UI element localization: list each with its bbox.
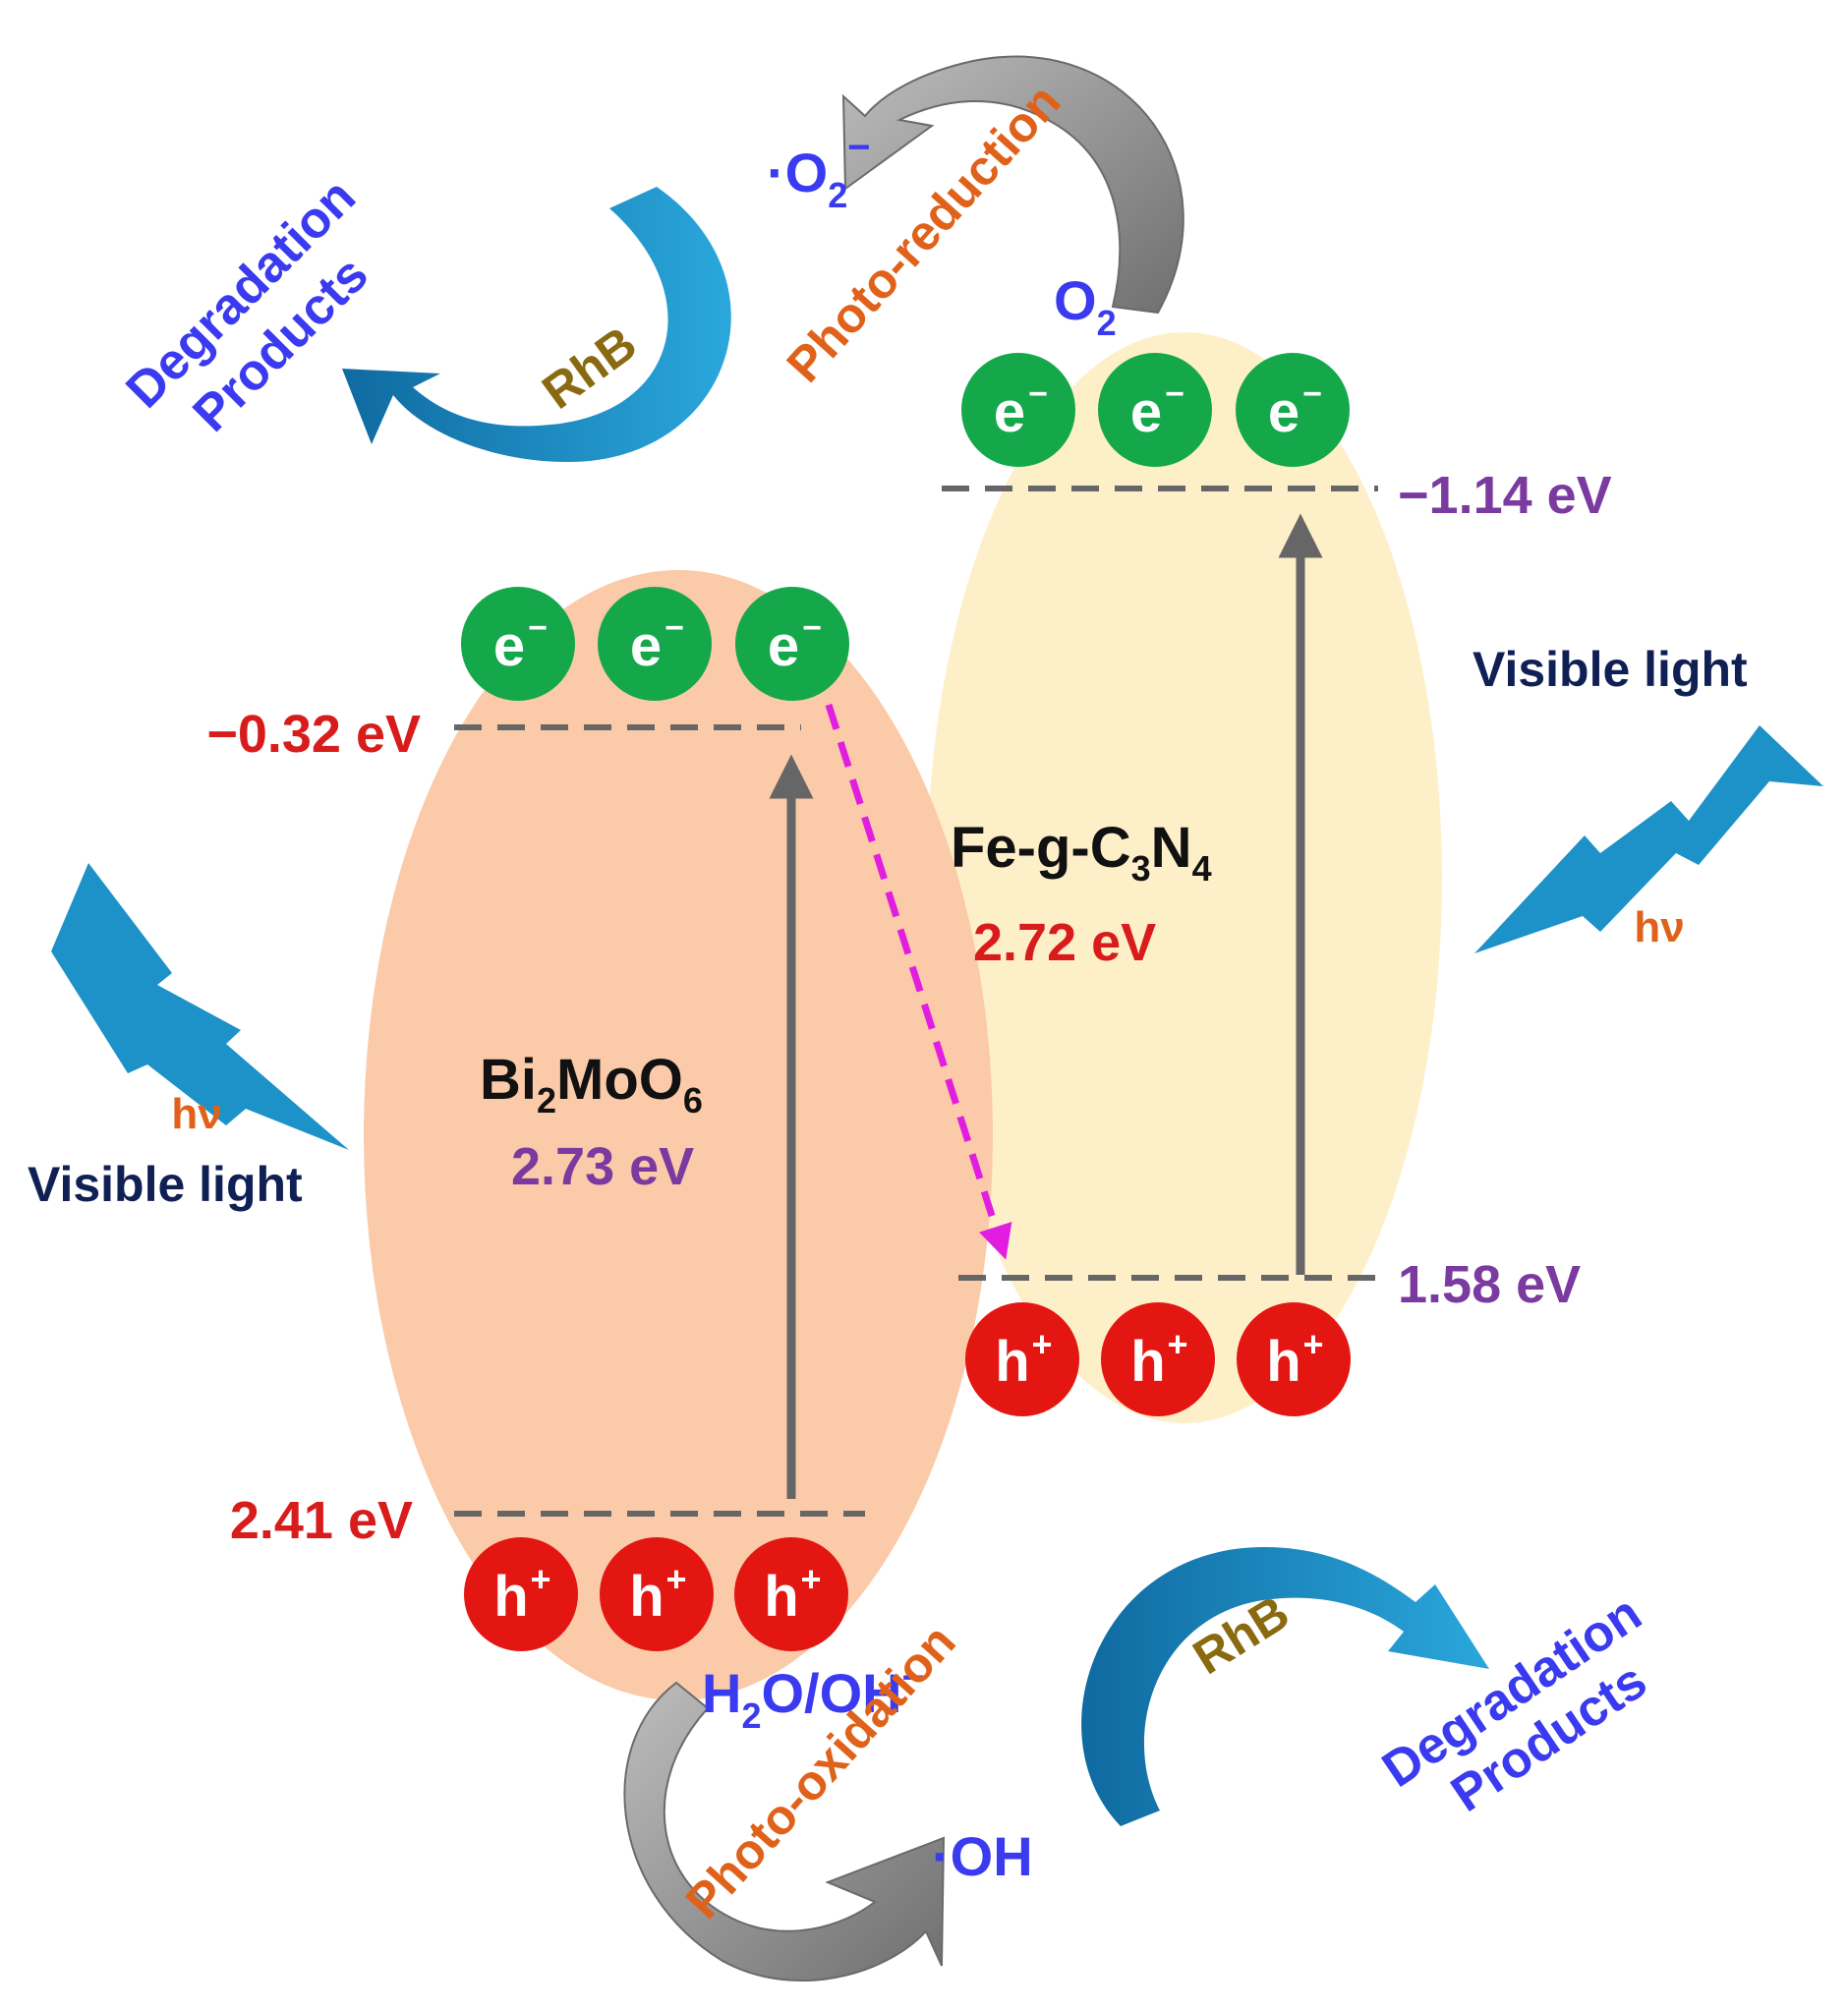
bi2moo6-electron-2: e −: [598, 587, 712, 701]
electron-transfer-arrow: [825, 703, 1012, 1260]
fe-gcn-electron-2: e −: [1098, 353, 1212, 467]
hole-symbol: h: [629, 1565, 664, 1629]
fe-gcn-electron-3: e −: [1236, 353, 1350, 467]
bi2moo6-hole-1: h +: [464, 1537, 578, 1651]
bi2moo6-electron-3: e −: [735, 587, 849, 701]
hole-charge: +: [1031, 1324, 1052, 1364]
bi2moo6-name: Bi2MoO6: [480, 1048, 703, 1121]
fe-gcn-cb-energy: −1.14 eV: [1398, 466, 1612, 525]
fe-gcn-hole-1: h +: [965, 1302, 1079, 1416]
hole-charge: +: [1302, 1324, 1323, 1364]
electron-charge: −: [1302, 375, 1322, 413]
electron-charge: −: [1028, 375, 1048, 413]
electron-symbol: e: [630, 614, 662, 678]
visible-light-label-right: Visible light: [1473, 642, 1748, 697]
visible-light-label-left: Visible light: [28, 1157, 303, 1212]
rhb-degradation-arrow-top: [342, 187, 731, 462]
electron-charge: −: [528, 609, 548, 647]
electron-symbol: e: [1130, 380, 1162, 444]
electron-symbol: e: [994, 380, 1025, 444]
hole-symbol: h: [1266, 1330, 1300, 1394]
electron-charge: −: [1165, 375, 1184, 413]
fe-gcn-hole-2: h +: [1101, 1302, 1215, 1416]
hv-label-right: hν: [1634, 903, 1684, 951]
hole-symbol: h: [493, 1565, 528, 1629]
lightning-bolt-icon-left: [51, 863, 349, 1150]
bi2moo6-hole-3: h +: [734, 1537, 848, 1651]
hv-label-left: hν: [171, 1090, 221, 1138]
electron-symbol: e: [1268, 380, 1299, 444]
fe-gcn-electron-1: e −: [961, 353, 1075, 467]
hole-charge: +: [665, 1559, 686, 1599]
oxidation-cycle-arrow: [623, 1681, 946, 1982]
hole-charge: +: [530, 1559, 550, 1599]
lightning-bolt-icon-right: [1474, 725, 1823, 953]
bi2moo6-ellipse: [364, 570, 993, 1700]
bi2moo6-electron-1: e −: [461, 587, 575, 701]
o2-label: O2: [1054, 269, 1117, 343]
rhb-degradation-arrow-bottom: [1081, 1547, 1489, 1826]
hole-charge: +: [1167, 1324, 1187, 1364]
electron-symbol: e: [493, 614, 525, 678]
electron-symbol: e: [768, 614, 799, 678]
electron-charge: −: [664, 609, 684, 647]
water-hydroxide-label: H2O/OH−: [702, 1656, 925, 1736]
fe-gcn-hole-3: h +: [1237, 1302, 1351, 1416]
bi2moo6-hole-2: h +: [600, 1537, 714, 1651]
fe-gcn-vb-energy: 1.58 eV: [1398, 1255, 1581, 1314]
hole-symbol: h: [764, 1565, 798, 1629]
hydroxyl-radical-label: ·OH: [932, 1825, 1033, 1887]
hole-symbol: h: [995, 1330, 1029, 1394]
hole-charge: +: [800, 1559, 821, 1599]
bi2moo6-vb-energy: 2.41 eV: [230, 1491, 413, 1550]
superoxide-label: ·O2−: [767, 126, 871, 215]
photo-reduction-label: Photo-reduction: [777, 74, 1071, 392]
bi2moo6-cb-energy: −0.32 eV: [206, 705, 421, 764]
fe-gcn-name: Fe-g-C3N4: [951, 816, 1212, 889]
fe-gcn-ellipse: [927, 332, 1442, 1423]
reduction-cycle-arrow: [841, 55, 1184, 315]
electron-charge: −: [802, 609, 822, 647]
hole-symbol: h: [1130, 1330, 1165, 1394]
bi2moo6-bandgap: 2.73 eV: [511, 1137, 694, 1196]
fe-gcn-bandgap: 2.72 eV: [973, 913, 1156, 972]
